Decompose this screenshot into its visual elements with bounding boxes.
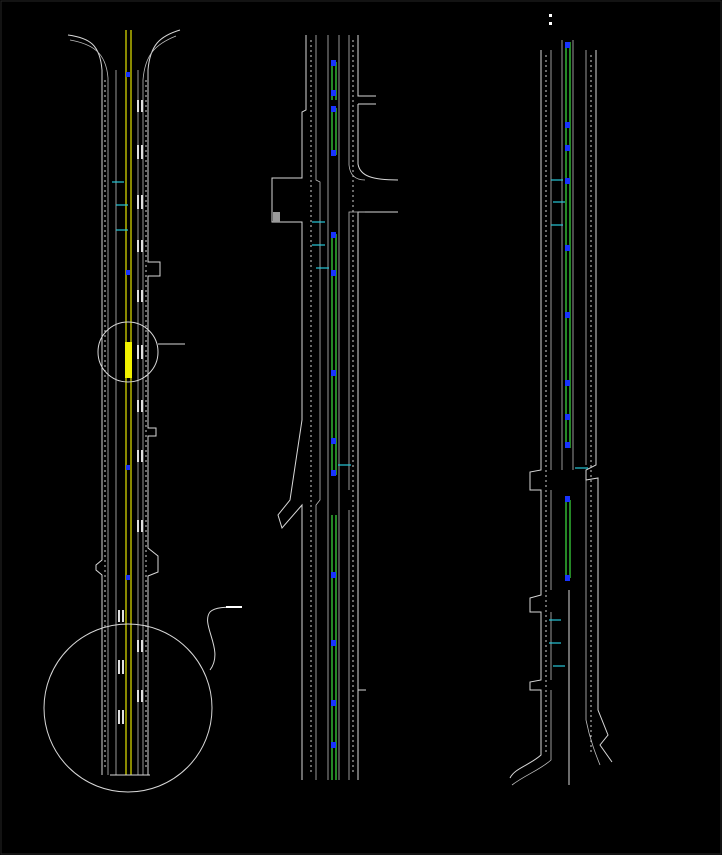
sheet-right — [509, 14, 613, 786]
detail-circle-large — [43, 623, 213, 793]
lane-marks — [118, 100, 143, 724]
label-dot-2 — [549, 22, 552, 25]
road-edge-right-outer — [147, 29, 181, 775]
blue-markers-right — [565, 42, 570, 581]
road-edge-right-outer — [585, 50, 613, 763]
callouts-middle — [312, 221, 351, 466]
road-edge-right-outer — [357, 35, 399, 780]
road-edge-left-outer — [271, 35, 307, 780]
highlight-yellow-marking — [125, 342, 132, 378]
detail-circle-small — [97, 321, 159, 383]
road-edge-left-inner — [511, 50, 552, 786]
road-edge-left-inner — [315, 35, 321, 780]
road-edge-left-outer — [67, 34, 103, 775]
green-median-middle — [331, 62, 337, 780]
callouts-right — [549, 179, 588, 667]
sheet-middle — [271, 35, 399, 780]
structure-block — [273, 212, 280, 222]
blue-markers-middle — [331, 60, 336, 748]
blue-markers-left — [126, 72, 130, 580]
road-edge-left-inner — [69, 39, 109, 775]
road-edge-right-inner — [348, 35, 366, 780]
road-edge-right-inner — [585, 50, 601, 766]
label-dot-1 — [549, 14, 552, 17]
leader-line-curve — [207, 606, 243, 671]
road-edge-left-outer — [509, 50, 542, 779]
road-edge-right-inner — [142, 35, 177, 775]
sheet-left — [43, 29, 243, 793]
